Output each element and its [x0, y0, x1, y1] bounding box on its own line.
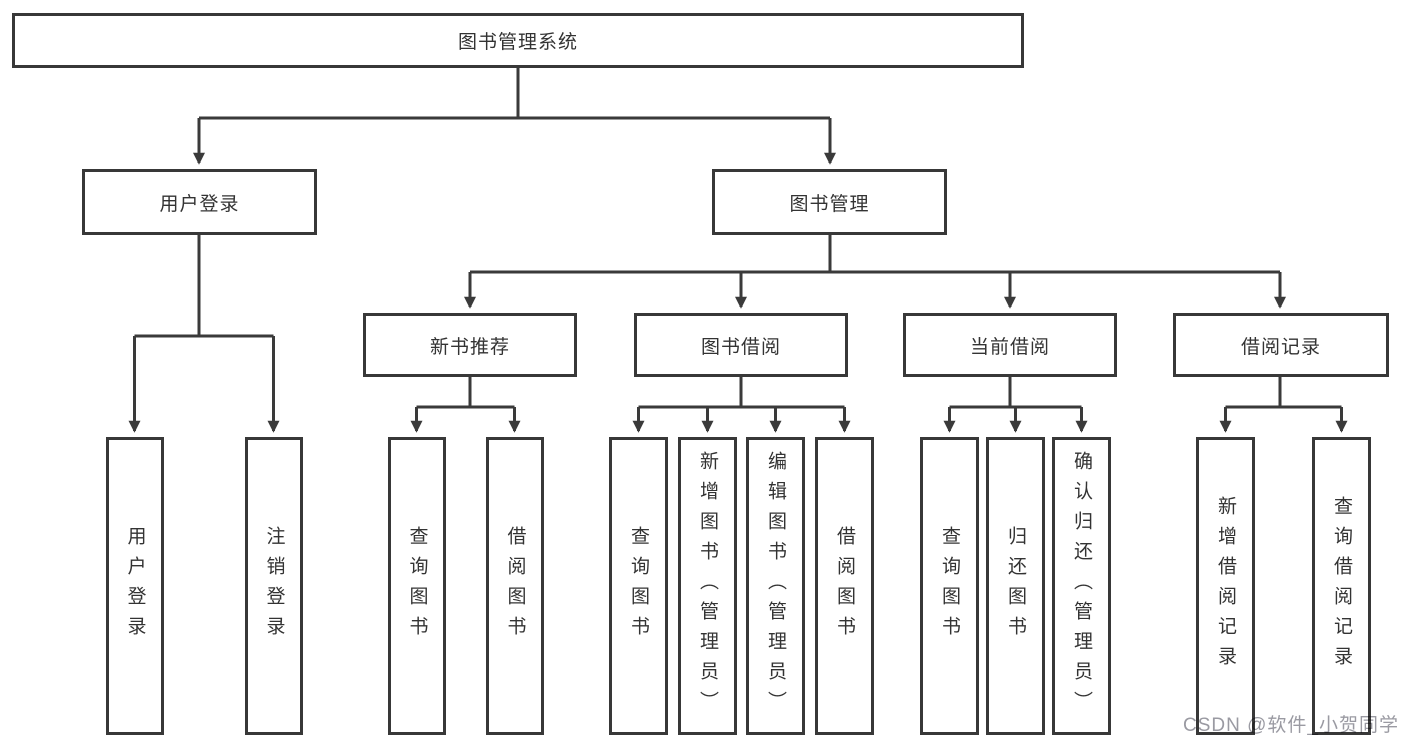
leaf-br-add-record: 新增借阅记录 [1196, 437, 1255, 735]
leaf-bb-borrow-books-label: 借阅图书 [834, 526, 855, 646]
leaf-logout-label: 注销登录 [263, 526, 285, 646]
leaf-rec-borrow-books: 借阅图书 [486, 437, 544, 735]
leaf-br-query-record-label: 查询借阅记录 [1331, 496, 1352, 676]
csdn-watermark: CSDN @软件_小贺同学 [1183, 715, 1399, 736]
node-branch-user-login: 用户登录 [82, 169, 317, 235]
node-book-borrow: 图书借阅 [634, 313, 848, 377]
leaf-cb-confirm-return-admin-label: 确认归还（管理员） [1071, 451, 1092, 721]
leaf-cb-confirm-return-admin: 确认归还（管理员） [1052, 437, 1111, 735]
node-current-borrow-label: 当前借阅 [969, 336, 1050, 358]
node-new-book-recommend: 新书推荐 [363, 313, 577, 377]
leaf-br-add-record-label: 新增借阅记录 [1215, 496, 1236, 676]
leaf-logout: 注销登录 [245, 437, 303, 735]
leaf-bb-add-books-admin-label: 新增图书（管理员） [697, 451, 718, 721]
node-branch-book-mgmt: 图书管理 [712, 169, 947, 235]
leaf-rec-query-books-label: 查询图书 [406, 526, 428, 646]
leaf-bb-query-books-label: 查询图书 [628, 526, 649, 646]
leaf-br-query-record: 查询借阅记录 [1312, 437, 1371, 735]
node-root-label: 图书管理系统 [457, 32, 578, 53]
leaf-user-login: 用户登录 [106, 437, 164, 735]
leaf-rec-borrow-books-label: 借阅图书 [504, 526, 526, 646]
node-branch-user-login-label: 用户登录 [159, 193, 240, 215]
leaf-bb-query-books: 查询图书 [609, 437, 668, 735]
node-book-borrow-label: 图书借阅 [700, 336, 781, 358]
node-borrow-records-label: 借阅记录 [1240, 336, 1321, 358]
leaf-cb-return-books-label: 归还图书 [1005, 526, 1026, 646]
tree-trunk-lines [134, 68, 1342, 409]
node-current-borrow: 当前借阅 [903, 313, 1117, 377]
leaf-cb-query-books-label: 查询图书 [939, 526, 960, 646]
leaf-user-login-label: 用户登录 [124, 526, 146, 646]
leaf-bb-add-books-admin: 新增图书（管理员） [678, 437, 737, 735]
node-root-library-system: 图书管理系统 [12, 13, 1024, 68]
node-borrow-records: 借阅记录 [1173, 313, 1389, 377]
leaf-bb-borrow-books: 借阅图书 [815, 437, 874, 735]
node-branch-book-mgmt-label: 图书管理 [789, 193, 870, 215]
leaf-cb-return-books: 归还图书 [986, 437, 1045, 735]
leaf-rec-query-books: 查询图书 [388, 437, 446, 735]
leaf-bb-edit-books-admin-label: 编辑图书（管理员） [765, 451, 786, 721]
leaf-bb-edit-books-admin: 编辑图书（管理员） [746, 437, 805, 735]
node-new-book-recommend-label: 新书推荐 [429, 336, 510, 358]
leaf-cb-query-books: 查询图书 [920, 437, 979, 735]
